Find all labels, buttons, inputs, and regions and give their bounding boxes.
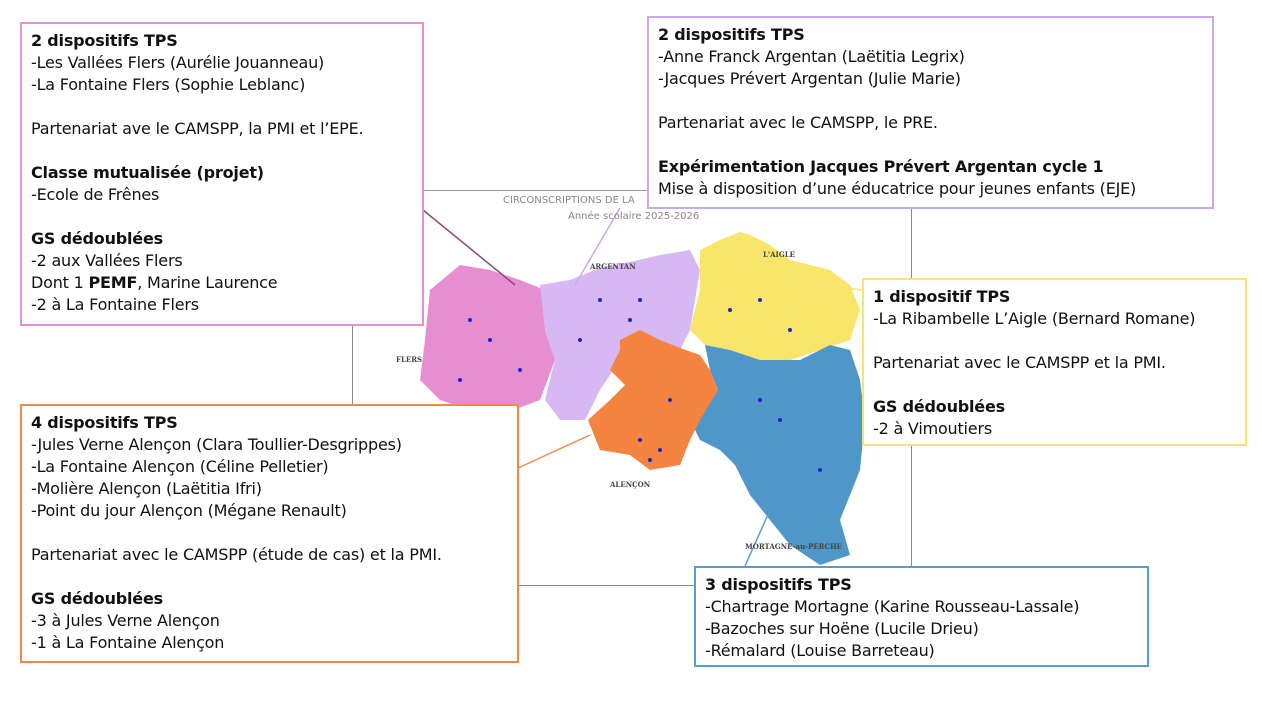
label-argentan: ARGENTAN	[590, 262, 636, 271]
label-alencon: ALENÇON	[610, 480, 651, 489]
alencon-gs-line: -3 à Jules Verne Alençon	[31, 611, 220, 630]
flers-gs-line: -2 à La Fontaine Flers	[31, 295, 199, 314]
gs-name: , Marine Laurence	[137, 273, 278, 292]
label-laigle: L'AIGLE	[763, 250, 796, 259]
gs-pemf: PEMF	[88, 273, 138, 292]
flers-partnership: Partenariat ave le CAMSPP, la PMI et l’E…	[31, 119, 364, 138]
alencon-gs-title: GS dédoublées	[31, 589, 163, 608]
mortagne-line: -Rémalard (Louise Barreteau)	[705, 641, 935, 660]
flers-line: -La Fontaine Flers (Sophie Leblanc)	[31, 75, 306, 94]
laigle-gs-title: GS dédoublées	[873, 397, 1005, 416]
alencon-gs-line: -1 à La Fontaine Alençon	[31, 633, 225, 652]
alencon-partnership: Partenariat avec le CAMSPP (étude de cas…	[31, 545, 442, 564]
region-flers	[420, 265, 555, 415]
gs-dont: Dont 1	[31, 273, 89, 292]
argentan-exp-title: Expérimentation Jacques Prévert Argentan…	[658, 157, 1104, 176]
label-flers: FLERS	[396, 355, 423, 364]
alencon-line: -Point du jour Alençon (Mégane Renault)	[31, 501, 347, 520]
mortagne-line: -Chartrage Mortagne (Karine Rousseau-Las…	[705, 597, 1080, 616]
alencon-info-box: 4 dispositifs TPS -Jules Verne Alençon (…	[20, 404, 519, 663]
laigle-line: -La Ribambelle L’Aigle (Bernard Romane)	[873, 309, 1196, 328]
argentan-line: -Anne Franck Argentan (Laëtitia Legrix)	[658, 47, 965, 66]
argentan-exp-line: Mise à disposition d’une éducatrice pour…	[658, 179, 1137, 198]
laigle-gs-line: -2 à Vimoutiers	[873, 419, 992, 438]
region-laigle	[690, 232, 860, 360]
flers-gs-pemf-line: Dont 1 PEMF, Marine Laurence	[31, 272, 413, 294]
alencon-line: -La Fontaine Alençon (Céline Pelletier)	[31, 457, 329, 476]
mortagne-line: -Bazoches sur Hoëne (Lucile Drieu)	[705, 619, 979, 638]
mortagne-title: 3 dispositifs TPS	[705, 575, 852, 594]
label-mortagne: MORTAGNE-au-PERCHE	[745, 542, 843, 551]
flers-line: -Les Vallées Flers (Aurélie Jouanneau)	[31, 53, 325, 72]
argentan-line: -Jacques Prévert Argentan (Julie Marie)	[658, 69, 961, 88]
mortagne-info-box: 3 dispositifs TPS -Chartrage Mortagne (K…	[694, 566, 1149, 667]
map-subtitle: Année scolaire 2025-2026	[568, 211, 700, 222]
connector-lines	[422, 207, 863, 567]
flers-class-title: Classe mutualisée (projet)	[31, 163, 264, 182]
alencon-title: 4 dispositifs TPS	[31, 413, 178, 432]
laigle-title: 1 dispositif TPS	[873, 287, 1011, 306]
school-dots	[458, 298, 822, 472]
laigle-info-box: 1 dispositif TPS -La Ribambelle L’Aigle …	[862, 278, 1247, 446]
alencon-line: -Molière Alençon (Laëtitia Ifri)	[31, 479, 262, 498]
argentan-info-box: 2 dispositifs TPS -Anne Franck Argentan …	[647, 16, 1214, 209]
flers-gs-line: -2 aux Vallées Flers	[31, 251, 183, 270]
argentan-partnership: Partenariat avec le CAMSPP, le PRE.	[658, 113, 938, 132]
laigle-partnership: Partenariat avec le CAMSPP et la PMI.	[873, 353, 1166, 372]
map-title: CIRCONSCRIPTIONS DE LA	[503, 195, 635, 206]
flers-info-box: 2 dispositifs TPS -Les Vallées Flers (Au…	[20, 22, 424, 326]
region-alencon	[588, 330, 718, 470]
region-argentan	[540, 250, 700, 420]
argentan-title: 2 dispositifs TPS	[658, 25, 805, 44]
flers-gs-title: GS dédoublées	[31, 229, 163, 248]
region-mortagne	[690, 345, 865, 565]
flers-title: 2 dispositifs TPS	[31, 31, 178, 50]
flers-class-line: -Ecole de Frênes	[31, 185, 160, 204]
alencon-line: -Jules Verne Alençon (Clara Toullier-Des…	[31, 435, 402, 454]
